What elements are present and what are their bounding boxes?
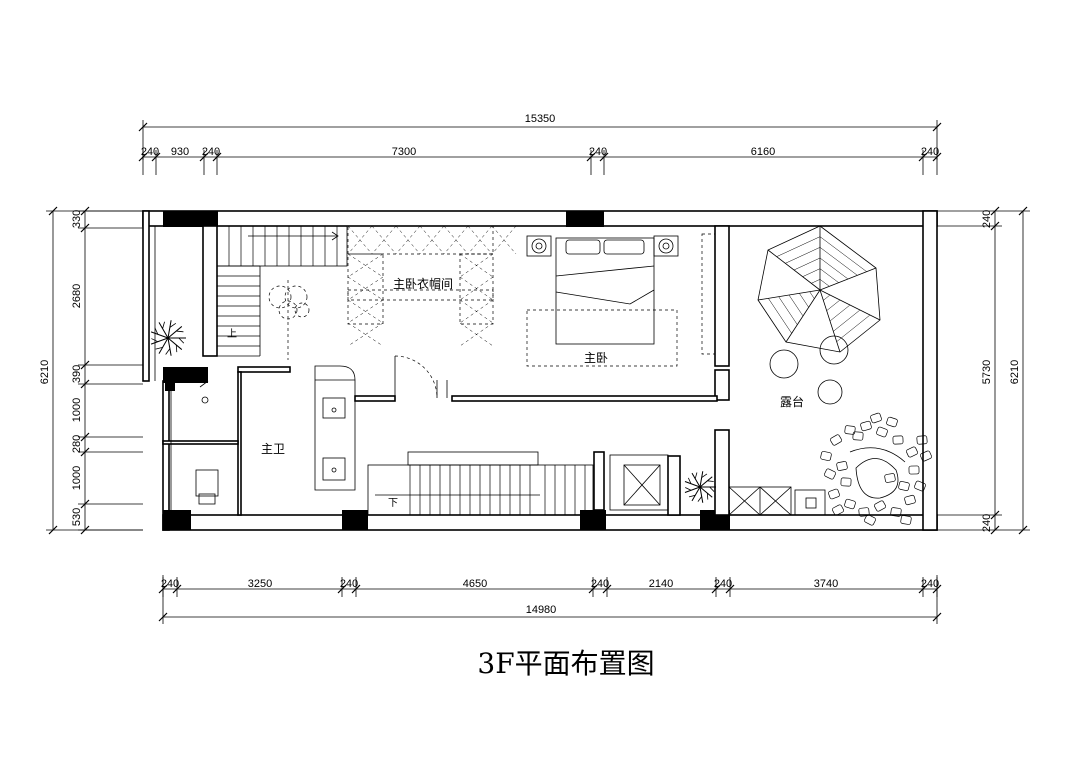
- bottom-seg-label: 2140: [649, 578, 673, 590]
- plan-title: 3F平面布置图: [477, 647, 654, 680]
- bottom-total-label: 14980: [526, 604, 557, 616]
- bottom-seg-label: 3250: [248, 578, 272, 590]
- top-total-dimension: 15350: [138, 113, 942, 160]
- top-seg-label: 7300: [392, 146, 416, 158]
- outer-walls: [142, 210, 938, 531]
- bottom-total-dimension: 14980: [158, 575, 942, 624]
- left-seg-label: 1000: [71, 466, 83, 490]
- left-seg-label: 1000: [71, 398, 83, 422]
- right-seg-label-1: 240: [981, 210, 993, 228]
- structural-columns: [163, 211, 730, 530]
- left-seg-label: 330: [71, 210, 83, 228]
- top-segment-dimensions: 240 930 240 7300 240 6160 240: [138, 146, 942, 175]
- closet-cabinets: 主卧衣帽间: [268, 225, 517, 360]
- stair-lower-middle: 下: [367, 451, 594, 516]
- top-seg-label: 240: [141, 146, 159, 158]
- bottom-seg-label: 240: [591, 578, 609, 590]
- interior-walls: [162, 225, 730, 516]
- bottom-seg-label: 3740: [814, 578, 838, 590]
- right-seg-label-3: 240: [981, 514, 993, 532]
- master-bedroom-furniture: 主卧: [526, 233, 716, 367]
- terrace-furniture: 露台: [728, 225, 932, 526]
- bottom-seg-label: 240: [714, 578, 732, 590]
- room-label-master-bath: 主卫: [261, 442, 285, 456]
- right-dimensions: 240 5730 240 6210: [937, 206, 1030, 535]
- right-total-label: 6210: [1009, 360, 1021, 384]
- bottom-seg-label: 240: [340, 578, 358, 590]
- left-seg-label: 530: [71, 508, 83, 526]
- bedroom-door: [394, 355, 448, 399]
- right-seg-label-2: 5730: [981, 360, 993, 384]
- bottom-seg-label: 240: [921, 578, 939, 590]
- bottom-seg-label: 240: [161, 578, 179, 590]
- left-seg-label: 390: [71, 365, 83, 383]
- top-seg-label: 930: [171, 146, 189, 158]
- room-label-terrace: 露台: [780, 394, 804, 409]
- stair-down-label: 下: [388, 498, 398, 509]
- stair-up-label: 上: [227, 328, 237, 340]
- left-seg-label: 2680: [71, 284, 83, 308]
- left-seg-label: 280: [71, 435, 83, 453]
- top-seg-label: 240: [921, 146, 939, 158]
- left-total-dimension: 6210: [39, 206, 143, 535]
- tree-left: [150, 320, 186, 356]
- top-total-label: 15350: [525, 113, 556, 125]
- bottom-segment-dimensions: 240 3250 240 4650 240 2140 240 3740 240: [158, 577, 942, 597]
- stair-upper-left: 上: [216, 225, 348, 357]
- left-segment-dimensions: 330 2680 390 1000 280 1000 530: [71, 206, 143, 535]
- top-seg-label: 6160: [751, 146, 775, 158]
- left-total-label: 6210: [39, 360, 51, 384]
- room-label-closet: 主卧衣帽间: [393, 276, 453, 291]
- service-shaft: [603, 454, 716, 511]
- room-label-master-bedroom: 主卧: [584, 351, 608, 365]
- bottom-seg-label: 4650: [463, 578, 487, 590]
- top-seg-label: 240: [589, 146, 607, 158]
- top-seg-label: 240: [202, 146, 220, 158]
- master-bath-fixtures: 主卫: [170, 365, 356, 510]
